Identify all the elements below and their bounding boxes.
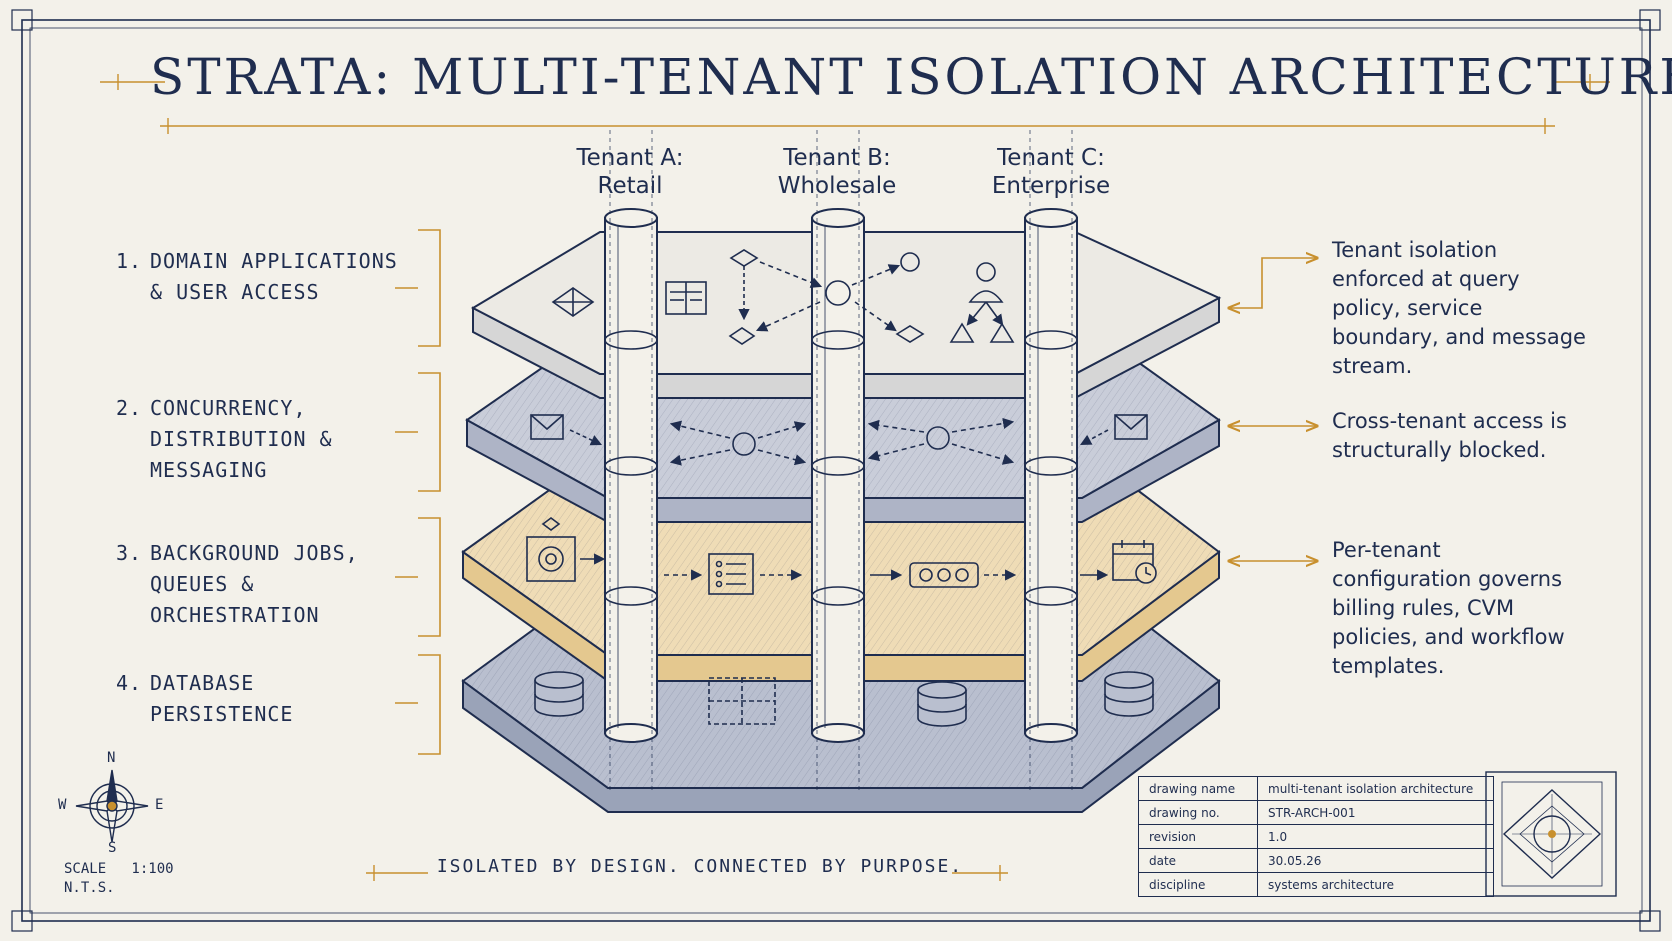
layer-1-icons <box>551 249 1015 345</box>
title-block-key: drawing no. <box>1138 800 1258 825</box>
compass-west: W <box>58 797 67 813</box>
layer-label-2: 2. CONCURRENCY, DISTRIBUTION & MESSAGING <box>116 393 333 486</box>
layer-4-line-2: PERSISTENCE <box>150 702 294 726</box>
tagline-rules <box>366 865 1008 881</box>
layer-4-number: 4. <box>116 671 143 695</box>
layer-1-line-1: DOMAIN APPLICATIONS <box>150 249 398 273</box>
tagline: ISOLATED BY DESIGN. CONNECTED BY PURPOSE… <box>436 856 964 877</box>
tenant-a-name: Tenant A: <box>576 145 684 171</box>
checklist-icon <box>708 553 754 595</box>
tenant-a-type: Retail <box>597 173 663 199</box>
title-block-key: discipline <box>1138 872 1258 897</box>
form-icon <box>665 281 707 315</box>
title-block-table: drawing name multi-tenant isolation arch… <box>1138 776 1494 897</box>
message-node-icon <box>669 417 1015 466</box>
title-block-key: revision <box>1138 824 1258 849</box>
table-row: date 30.05.26 <box>1138 848 1494 873</box>
compass-east: E <box>155 797 164 813</box>
note-per-tenant-config: Per-tenant configuration governs billing… <box>1332 538 1565 678</box>
title-block-value: STR-ARCH-001 <box>1257 800 1494 825</box>
layer-3-number: 3. <box>116 541 143 565</box>
layer-4-icons <box>534 671 1154 727</box>
layer-2-line-2: DISTRIBUTION & <box>150 427 333 451</box>
note-cross-tenant: Cross-tenant access is structurally bloc… <box>1332 409 1567 462</box>
drawing-border <box>11 9 1661 932</box>
pipeline-icon <box>909 562 979 588</box>
layer-brackets <box>395 229 441 755</box>
envelope-icon <box>530 414 564 440</box>
title-block-emblem-icon <box>1485 771 1617 897</box>
layer-3-icons <box>526 517 1157 595</box>
layer-2-number: 2. <box>116 396 143 420</box>
gear-icon <box>526 517 576 582</box>
layer-label-3: 3. BACKGROUND JOBS, QUEUES & ORCHESTRATIO… <box>116 538 359 631</box>
layer-label-4: 4. DATABASE PERSISTENCE <box>116 668 293 730</box>
title-block-value: multi-tenant isolation architecture <box>1257 776 1494 801</box>
layer-3-line-2: QUEUES & <box>150 572 255 596</box>
tenant-label-b: Tenant B: Wholesale <box>742 144 932 200</box>
tenant-b-name: Tenant B: <box>783 145 891 171</box>
layer-2-line-1: CONCURRENCY, <box>150 396 307 420</box>
scale-nts: N.T.S. <box>64 880 115 896</box>
table-row: discipline systems architecture <box>1138 872 1494 897</box>
tenant-c-type: Enterprise <box>991 173 1111 199</box>
tenant-label-c: Tenant C: Enterprise <box>956 144 1146 200</box>
page-title: STRATA: MULTI-TENANT ISOLATION ARCHITECT… <box>150 48 1672 106</box>
table-row: drawing name multi-tenant isolation arch… <box>1138 776 1494 801</box>
scale-note: SCALE 1:100 N.T.S. <box>64 860 174 898</box>
title-block-key: drawing name <box>1138 776 1258 801</box>
grid-table-icon <box>708 677 776 725</box>
note-tenant-isolation: Tenant isolation enforced at query polic… <box>1332 238 1586 378</box>
user-hierarchy-icon <box>949 262 1015 343</box>
layer-3-line-3: ORCHESTRATION <box>150 603 320 627</box>
title-block-value: systems architecture <box>1257 872 1494 897</box>
table-row: revision 1.0 <box>1138 824 1494 849</box>
scale-ratio: SCALE 1:100 <box>64 861 174 877</box>
flowchart-icon <box>728 249 925 345</box>
database-icon <box>1104 671 1154 717</box>
title-rules <box>100 74 1610 134</box>
layer-2-icons <box>530 414 1148 466</box>
table-row: drawing no. STR-ARCH-001 <box>1138 800 1494 825</box>
compass-north: N <box>107 750 116 766</box>
tenant-c-name: Tenant C: <box>997 145 1105 171</box>
title-block-key: date <box>1138 848 1258 873</box>
tenant-b-type: Wholesale <box>777 173 897 199</box>
layer-1-number: 1. <box>116 249 143 273</box>
layer-3-line-1: BACKGROUND JOBS, <box>150 541 359 565</box>
diamond-icon <box>551 287 595 317</box>
tenant-label-a: Tenant A: Retail <box>535 144 725 200</box>
database-icon <box>534 671 584 717</box>
layer-label-1: 1. DOMAIN APPLICATIONS & USER ACCESS <box>116 246 398 308</box>
layer-4-line-1: DATABASE <box>150 671 255 695</box>
layer-1-line-2: & USER ACCESS <box>150 280 320 304</box>
compass-rose-icon <box>75 769 149 843</box>
title-block-value: 30.05.26 <box>1257 848 1494 873</box>
compass-south: S <box>108 840 117 856</box>
pillar-rings <box>604 330 1078 606</box>
callout-arrows <box>1230 258 1316 561</box>
envelope-icon <box>1114 414 1148 440</box>
title-block-value: 1.0 <box>1257 824 1494 849</box>
calendar-clock-icon <box>1112 540 1157 584</box>
layer-2-line-3: MESSAGING <box>150 458 268 482</box>
database-icon <box>917 681 967 727</box>
